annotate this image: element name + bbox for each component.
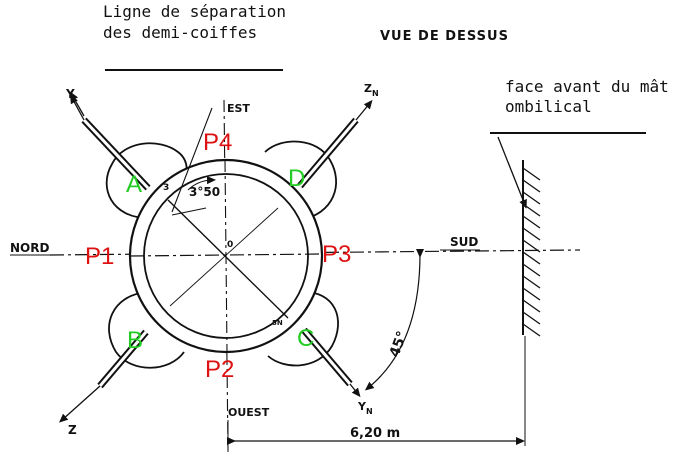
view-title: VUE DE DESSUS — [380, 29, 509, 44]
annotation-3: 3 — [163, 183, 169, 193]
quadrant-c: C — [297, 325, 314, 352]
west-label: OUEST — [228, 406, 270, 419]
umbilical-mast-wall — [522, 160, 541, 337]
angle-arc-3-50 — [187, 176, 216, 191]
mast-label-2: ombilical — [505, 97, 592, 116]
axis-yn-subscript: N — [366, 407, 373, 416]
angle-arc-45 — [364, 248, 425, 391]
south-label: SUD — [450, 235, 478, 249]
mast-pointer-arrow — [497, 136, 527, 209]
annotation-0: 0 — [227, 240, 233, 250]
quadrant-a: A — [126, 171, 142, 198]
east-label: EST — [227, 102, 250, 115]
axis-z-label: Z — [68, 423, 77, 437]
booster-strut-ne — [297, 99, 373, 189]
axis-zn-label: Z — [364, 82, 372, 95]
axis-yn-label: Y — [357, 400, 367, 413]
quadrant-b: B — [127, 327, 143, 354]
y-axis-arrow — [70, 91, 85, 117]
booster-strut-sw — [59, 329, 149, 423]
north-label: NORD — [10, 241, 49, 255]
quadrant-d: D — [288, 165, 305, 192]
position-p4: P4 — [203, 129, 232, 156]
axis-zn-subscript: N — [372, 89, 379, 98]
separation-line-label-1: Ligne de séparation — [103, 2, 286, 21]
mast-label-1: face avant du mât — [505, 77, 669, 96]
booster-strut-se — [301, 327, 361, 398]
booster-strut-nw — [70, 94, 151, 191]
position-p2: P2 — [205, 356, 234, 383]
distance-label: 6,20 m — [350, 426, 400, 441]
axis-y-label: Y — [65, 87, 75, 101]
position-p1: P1 — [85, 243, 114, 270]
separation-line-label-2: des demi-coiffes — [103, 23, 257, 42]
position-p3: P3 — [322, 241, 351, 268]
angle-3-50-label: 3°50 — [189, 185, 220, 199]
separation-line — [171, 107, 213, 213]
angle-45-label: 45° — [387, 329, 411, 359]
annotation-5n: 5N — [272, 319, 283, 327]
diagonal-y-axis-line — [169, 207, 279, 307]
diagonal-z-axis-line — [167, 199, 289, 319]
